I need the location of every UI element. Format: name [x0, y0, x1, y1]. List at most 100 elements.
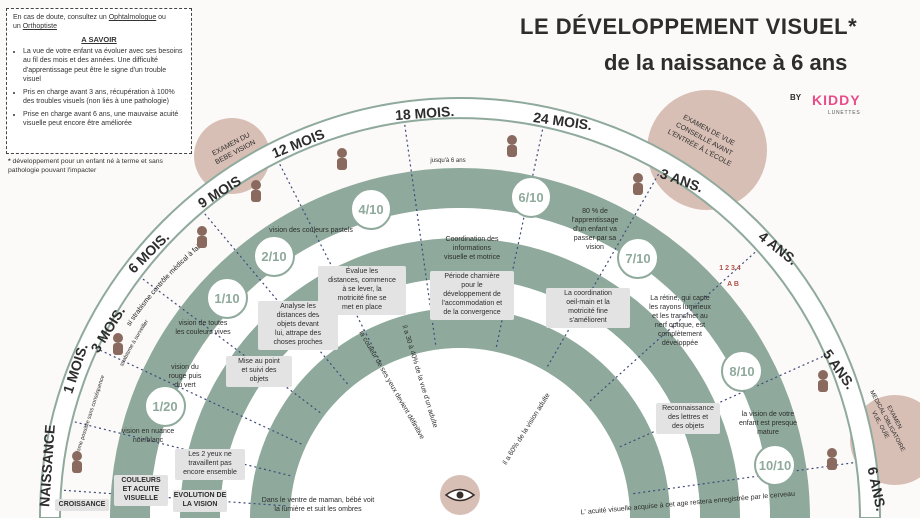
text-evalue: Évalue les distances, commence à se lever,… — [318, 266, 406, 315]
brand-logo: KIDDY — [812, 92, 861, 108]
band-label-evolution-line: EVOLUTION DE — [174, 492, 227, 499]
acuity-value: 6/10 — [518, 190, 543, 205]
info-intro-prefix: En cas de doute, consultez un — [13, 14, 109, 21]
child-body-icon — [72, 461, 82, 473]
text-analyse-bg — [258, 301, 338, 350]
text-evalue-bg — [318, 266, 406, 315]
child-figure-icon — [251, 180, 261, 190]
child-body-icon — [197, 236, 207, 248]
text-pourcent80-line: 80 % de — [582, 208, 608, 215]
text-vision-toutes-line: vision de toutes — [179, 320, 228, 327]
text-vision-toutes-line: les couleurs vives — [175, 329, 231, 336]
text-periode-line: développement de — [443, 291, 501, 298]
acuity-value: 1/10 — [214, 291, 239, 306]
text-evalue-line: Évalue les — [346, 266, 379, 275]
text-retine-line: développée — [662, 340, 698, 347]
child-body-icon — [827, 458, 837, 470]
band-label-couleurs-line: VISUELLE — [124, 495, 159, 502]
text-retine-line: les rayons lumineux — [649, 304, 711, 311]
age-label: 18 MOIS. — [395, 103, 455, 123]
band-label-couleurs-bg — [114, 475, 168, 506]
text-vision-adulte-line: la vision de votre — [742, 411, 795, 418]
child-figure-icon — [72, 451, 82, 461]
child-figure-icon — [113, 333, 123, 343]
child-body-icon — [251, 190, 261, 202]
letters-icon: A B — [727, 281, 739, 288]
text-periode-bg — [430, 271, 514, 320]
text-coordination-oeil-line: s'améliorent — [569, 317, 607, 324]
acuity-circle — [253, 235, 295, 277]
acuity-value: 8/10 — [729, 364, 754, 379]
text-periode-line: l'accommodation et — [442, 300, 502, 307]
child-figure-icon — [507, 135, 517, 145]
ring-green-3 — [250, 308, 670, 518]
info-bullet-1: La vue de votre enfant va évoluer avec s… — [23, 47, 185, 85]
child-body-icon — [337, 158, 347, 170]
text-vision-nuance-line: vision en nuance — [122, 428, 175, 435]
acuity-circle — [206, 277, 248, 319]
outer-ring — [38, 97, 882, 518]
band-label-croissance-line: CROISSANCE — [59, 501, 106, 508]
info-box: En cas de doute, consultez un Ophtalmolo… — [6, 8, 192, 154]
acuity-value: 4/10 — [358, 202, 383, 217]
acuity-circle — [144, 385, 186, 427]
text-coordination-info-line: Coordination des — [446, 236, 499, 243]
text-coordination-oeil-bg — [546, 288, 630, 328]
acuity-circle — [510, 176, 552, 218]
info-bullet-2: Pris en charge avant 3 ans, récupération… — [23, 88, 185, 107]
text-reconnaissance-line: Reconnaissance — [662, 405, 714, 412]
text-vision-toutes: vision de toutes les couleurs vives — [175, 320, 231, 336]
text-pourcent80-line: passer par sa — [574, 235, 617, 242]
text-vision-adulte-line: mature — [757, 429, 779, 436]
child-figure-icon — [633, 173, 643, 183]
text-periode-line: de la convergence — [443, 309, 500, 316]
acuity-circle — [721, 350, 763, 392]
text-vision-rouge-line: rouge puis — [169, 373, 202, 380]
band-label-couleurs: COULEURS ET ACUITE VISUELLE — [114, 475, 168, 506]
subtitle: de la naissance à 6 ans — [604, 50, 848, 75]
acuity-circle — [754, 444, 796, 486]
text-evalue-line: distances, commence — [328, 277, 396, 284]
acuity-value: 2/10 — [261, 249, 286, 264]
text-point-line: Mise au point — [238, 358, 280, 365]
text-coordination-oeil-line: oeil-main et la — [566, 299, 610, 306]
ring-center — [290, 348, 630, 518]
text-ventre-line: Dans le ventre de maman, bébé voit — [262, 497, 375, 504]
text-periode-line: pour le — [461, 282, 483, 289]
text-ventre-line: la lumière et suit les ombres — [274, 506, 362, 513]
text-retine-line: complètement — [658, 331, 702, 338]
acuity-circle — [617, 237, 659, 279]
text-analyse-line: distances des — [277, 312, 320, 319]
text-reconnaissance-bg — [656, 403, 720, 434]
info-intro-suffix: un — [13, 23, 23, 31]
text-vision-pastels: vision des couleurs pastels — [269, 227, 353, 234]
age-label: NAISSANCE — [36, 424, 58, 507]
text-yeux-line: encore ensemble — [183, 469, 237, 476]
text-pourcent80-line: d'un enfant va — [573, 226, 617, 233]
text-coordination-info-line: informations — [453, 245, 492, 252]
text-vision-pastels-line: vision des couleurs pastels — [269, 227, 353, 234]
text-evalue-line: motricité fine se — [337, 295, 386, 302]
band-label-couleurs-line: COULEURS — [121, 477, 161, 484]
band-label-couleurs-line: ET ACUITE — [123, 486, 160, 493]
band-label-evolution-line: LA VISION — [183, 501, 218, 508]
text-point-bg — [226, 356, 292, 387]
text-retine-line: La rétine, qui capte — [650, 295, 710, 302]
footnote: * développement pour un enfant né à term… — [8, 158, 163, 174]
text-vision-rouge-line: du vert — [174, 382, 195, 389]
band-label-evolution: EVOLUTION DE LA VISION — [173, 490, 227, 512]
text-evalue-line: à se lever, la — [342, 286, 381, 293]
text-coordination-info-line: visuelle et motrice — [444, 254, 500, 261]
child-figure-icon — [827, 448, 837, 458]
child-body-icon — [633, 183, 643, 195]
eye-icon — [440, 475, 480, 515]
